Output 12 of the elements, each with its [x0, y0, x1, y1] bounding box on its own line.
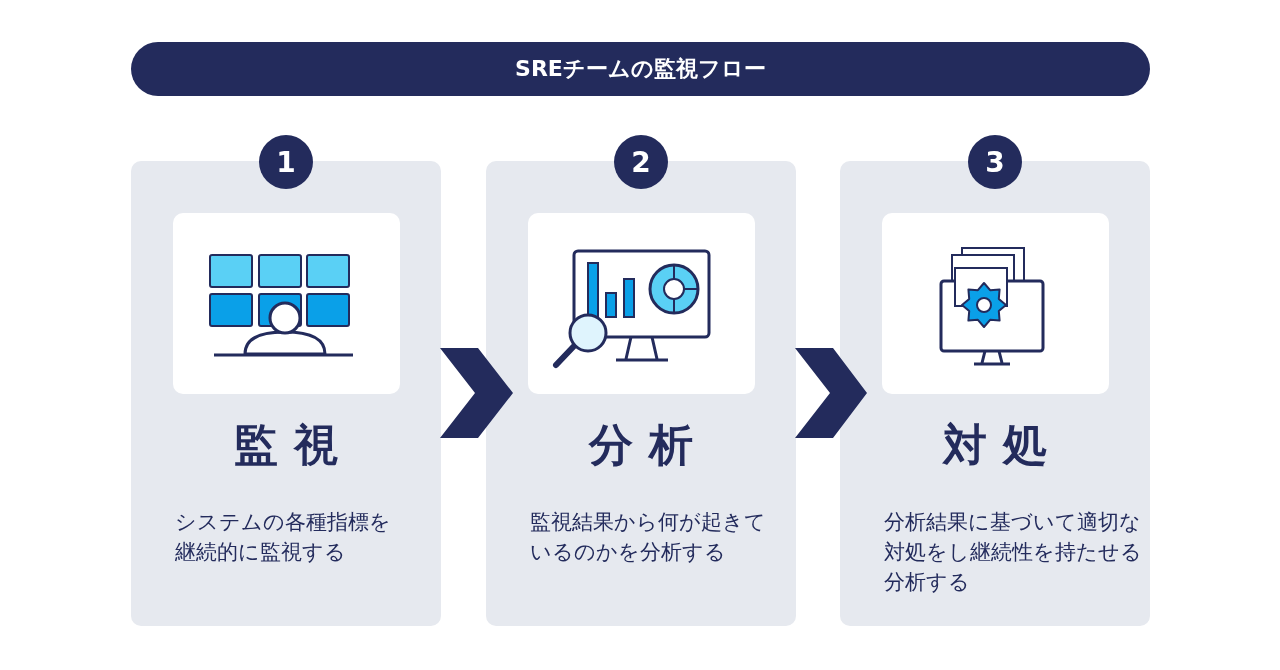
step-heading: 分析: [587, 423, 710, 467]
step-heading: 対処: [941, 423, 1064, 467]
step-description: 監視結果から何が起きているのかを分析する: [530, 509, 767, 566]
title-bar: SREチームの監視フロー: [131, 42, 1150, 96]
step-number: 1: [259, 135, 313, 189]
chevron-arrow: [440, 348, 513, 438]
step-description: 分析結果に基づいて適切な対処をし継続性を持たせる分析する: [884, 509, 1143, 596]
step-description: システムの各種指標を継続的に監視する: [175, 509, 392, 566]
step-number: 3: [968, 135, 1022, 189]
step-number: 2: [614, 135, 668, 189]
chevron-arrow: [795, 348, 867, 438]
step-heading: 監視: [233, 423, 355, 467]
